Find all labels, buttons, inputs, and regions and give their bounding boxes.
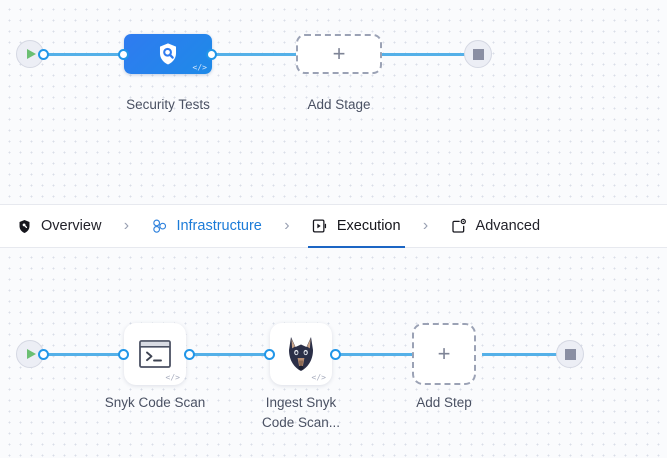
stage-node-security-tests[interactable]: </> [124,34,212,74]
tab-label-infrastructure: Infrastructure [176,218,262,234]
ingest-snyk-card[interactable]: </> [270,323,332,385]
end-circle [556,340,584,368]
connector-add-step-to-end [482,353,564,356]
tab-separator-2: › [284,217,290,234]
step-label-add-step: Add Step [416,395,472,410]
tab-execution[interactable]: Execution [307,205,405,249]
connector-snyk-code-scan-to-ingest [190,353,278,356]
snyk-dog-icon [289,337,313,371]
connector-start-to-security-tests [36,53,132,56]
step-end-node[interactable] [556,340,584,368]
ingest-snyk-input-port[interactable] [264,349,275,360]
connector-add-stage-to-end [376,53,472,56]
tab-separator-1: › [123,217,130,234]
tab-label-advanced: Advanced [475,218,541,234]
tab-overview[interactable]: Overview [12,205,105,248]
play-icon [27,349,36,359]
stage-end-node[interactable] [464,40,492,68]
snyk-code-scan-input-port[interactable] [118,349,129,360]
play-icon [27,49,36,59]
square-gear-icon [451,218,468,235]
add-step-button[interactable]: + [412,323,476,385]
ingest-snyk-output-port[interactable] [330,349,341,360]
security-tests-input-port[interactable] [118,49,129,60]
step-label-snyk-code-scan: Snyk Code Scan [104,395,206,410]
security-tests-card[interactable]: </> [124,34,212,74]
tab-infrastructure[interactable]: Infrastructure [147,205,265,248]
execution-step-canvas[interactable]: </> Snyk Code Scan < [0,248,667,458]
start-circle [16,40,44,68]
step-start-output-port[interactable] [38,349,49,360]
cluster-nodes-icon [151,218,168,235]
add-stage-button[interactable]: + [296,34,382,74]
tab-label-overview: Overview [41,218,102,234]
code-mark: </> [165,373,180,382]
stop-icon [472,48,484,60]
step-label-ingest-snyk-code-scan: Ingest Snyk Code Scan... [261,395,341,430]
code-mark: </> [311,373,326,382]
play-box-icon [312,218,329,235]
pipeline-tab-bar[interactable]: Overview › Infrastructure › [0,204,667,249]
shield-icon [16,218,33,235]
add-step-box[interactable]: + [412,323,476,385]
end-circle [464,40,492,68]
connector-start-to-snyk-code-scan [38,353,128,356]
step-node-snyk-code-scan[interactable]: </> [124,323,186,385]
stage-start-node[interactable] [16,40,44,68]
terminal-icon [139,340,171,368]
add-stage-box[interactable]: + [296,34,382,74]
shield-search-icon [159,43,177,65]
connector-ingest-to-add-step [336,353,418,356]
connector-security-tests-to-add-stage [212,53,304,56]
tab-separator-3: › [422,217,429,234]
tab-advanced[interactable]: Advanced [447,205,545,248]
stage-canvas[interactable]: </> Security Tests + Add Stage [0,0,667,204]
code-mark: </> [192,63,207,72]
step-node-ingest-snyk-code-scan[interactable]: </> [270,323,332,385]
stage-label-security-tests: Security Tests [126,97,210,112]
tab-label-execution: Execution [336,218,401,234]
snyk-code-scan-output-port[interactable] [184,349,195,360]
plus-icon: + [437,341,451,366]
stage-label-add-stage: Add Stage [307,97,371,112]
snyk-code-scan-card[interactable]: </> [124,323,186,385]
plus-icon: + [332,41,346,66]
stop-icon [564,348,576,360]
security-tests-output-port[interactable] [206,49,217,60]
start-output-port[interactable] [38,49,49,60]
